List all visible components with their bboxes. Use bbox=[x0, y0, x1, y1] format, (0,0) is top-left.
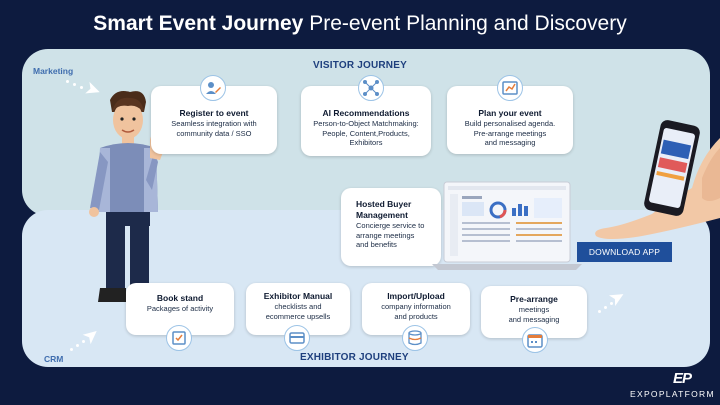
calendar-icon bbox=[522, 327, 548, 353]
laptop-dashboard-illustration bbox=[432, 181, 582, 270]
title-subtitle: Pre-event Planning and Discovery bbox=[309, 12, 627, 35]
marketing-label: Marketing bbox=[33, 66, 74, 76]
checklist-icon bbox=[166, 325, 192, 351]
ai-line: People, Content,Products, bbox=[322, 128, 410, 138]
plan-title: Plan your event bbox=[478, 108, 542, 118]
hosted-buyer-line: arrange meetings bbox=[356, 230, 415, 240]
exhibitor-manual-title: Exhibitor Manual bbox=[263, 291, 333, 301]
title-bold: Smart Event Journey bbox=[93, 12, 304, 35]
hosted-buyer-title: Management bbox=[356, 210, 408, 220]
avatar-illustration bbox=[89, 91, 166, 302]
hosted-buyer-line: Concierge service to bbox=[356, 221, 425, 230]
crm-label: CRM bbox=[44, 354, 64, 364]
ai-title: AI Recommendations bbox=[322, 108, 410, 118]
hosted-buyer-card[interactable]: Hosted Buyer Management Concierge servic… bbox=[341, 188, 441, 266]
ai-line: Person-to-Object Matchmaking: bbox=[313, 119, 419, 128]
import-upload-line: and products bbox=[394, 311, 438, 321]
register-title: Register to event bbox=[179, 108, 249, 118]
plan-line: Pre-arrange meetings bbox=[473, 128, 547, 138]
book-stand-title: Book stand bbox=[156, 293, 204, 303]
visitor-journey-label: VISITOR JOURNEY bbox=[313, 60, 407, 71]
register-line: Seamless integration with bbox=[171, 119, 257, 128]
page-title: Smart Event Journey Pre-event Planning a… bbox=[0, 10, 720, 38]
import-upload-line: company information bbox=[381, 302, 451, 311]
pre-arrange-title: Pre-arrange bbox=[510, 294, 558, 304]
pre-arrange-line: and messaging bbox=[508, 314, 560, 324]
agenda-board-icon bbox=[497, 75, 523, 101]
expoplatform-logo-text: EXPOPLATFORM bbox=[630, 389, 715, 399]
hosted-buyer-line: and benefits bbox=[356, 240, 397, 249]
exhibitor-journey-label: EXHIBITOR JOURNEY bbox=[300, 352, 409, 363]
import-upload-title: Import/Upload bbox=[387, 291, 445, 301]
hosted-buyer-title: Hosted Buyer bbox=[356, 199, 412, 209]
plan-event-card[interactable]: Plan your event Build personalised agend… bbox=[447, 86, 573, 154]
user-register-icon bbox=[200, 75, 226, 101]
book-stand-line: Packages of activity bbox=[146, 304, 214, 313]
exhibitor-manual-line: checklists and bbox=[274, 302, 322, 311]
ai-line: Exhibitors bbox=[349, 138, 383, 147]
plan-line: and messaging bbox=[484, 138, 536, 147]
register-line: community data / SSO bbox=[176, 128, 252, 138]
phone-hand-illustration bbox=[595, 120, 720, 239]
database-icon bbox=[402, 325, 428, 351]
exhibitor-manual-line: ecommerce upsells bbox=[265, 311, 331, 321]
plan-line: Build personalised agenda. bbox=[464, 119, 556, 128]
pre-arrange-line: meetings bbox=[518, 305, 550, 314]
expoplatform-logo-mark: EP bbox=[673, 370, 692, 387]
download-app-button[interactable]: DOWNLOAD APP bbox=[577, 242, 672, 262]
network-nodes-icon bbox=[358, 75, 384, 101]
card-payment-icon bbox=[284, 325, 310, 351]
